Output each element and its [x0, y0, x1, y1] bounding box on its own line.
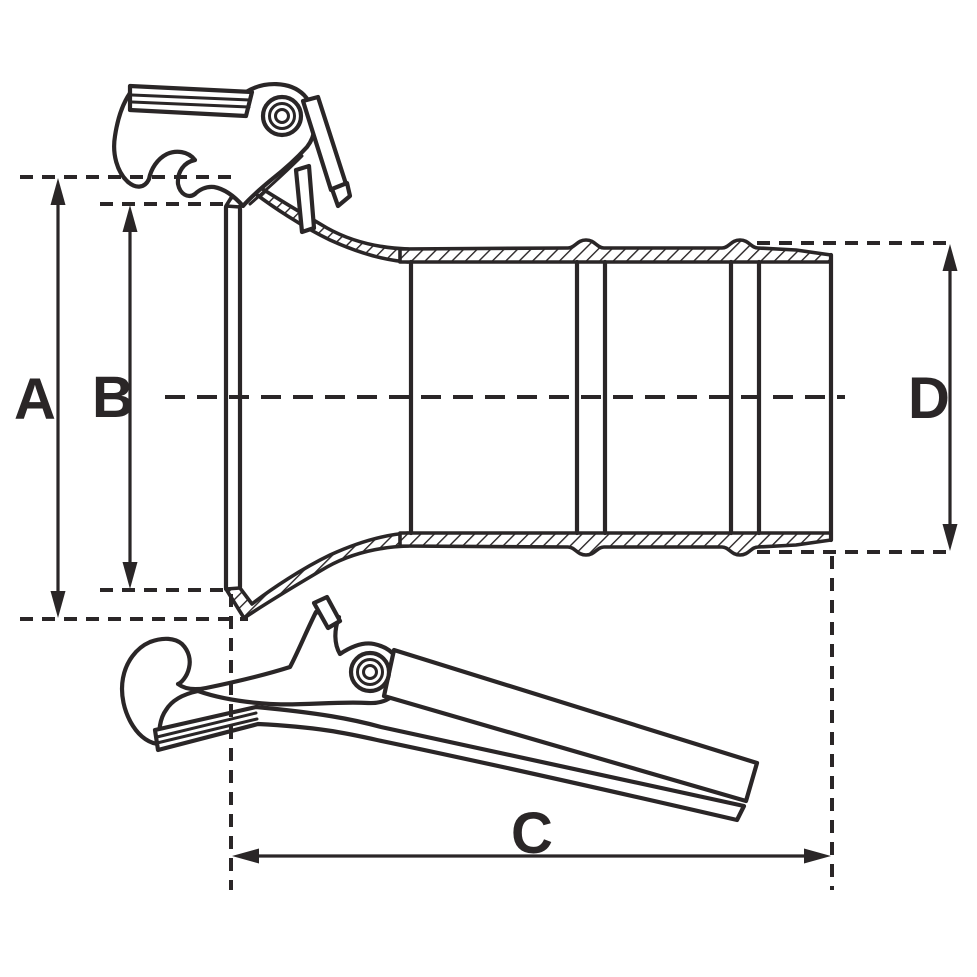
dim-label-d: D [908, 366, 950, 431]
arrowhead-b-bottom [122, 562, 138, 589]
dimension-b: B [92, 205, 138, 589]
hose-tail [398, 238, 834, 557]
dimension-c: C [232, 801, 831, 866]
top-handle-stripe-1 [130, 93, 252, 102]
bottom-cam-arm [119, 594, 760, 823]
dimension-a: A [14, 178, 66, 618]
dimension-d: D [908, 244, 958, 551]
arrowhead-d-top [942, 244, 958, 271]
arrowhead-c-right [804, 848, 831, 864]
bottom-grip-stripe-1 [155, 711, 258, 739]
top-latch-strip-foot [329, 180, 353, 209]
top-pivot-pin-inner [274, 108, 290, 124]
bottom-pivot-pin-inner [362, 664, 378, 680]
arrowhead-d-bottom [942, 524, 958, 551]
arrowhead-c-left [232, 848, 259, 864]
coupler-body [223, 175, 410, 620]
top-cam-arm [112, 82, 353, 235]
bottom-safety-strip [152, 704, 747, 823]
top-pivot-pin-mid [268, 102, 296, 130]
top-handle-stripe-2 [130, 100, 251, 109]
top-cam-tail [293, 163, 317, 235]
arrowhead-a-top [50, 178, 66, 205]
dim-label-c: C [511, 801, 553, 866]
bottom-grip-stripe-2 [155, 717, 259, 745]
hose-tail-wall-bottom [398, 531, 833, 557]
top-handle-bar [127, 83, 255, 119]
hose-tail-wall-top [398, 238, 833, 264]
bottom-latch-tab [311, 594, 343, 631]
arrowhead-a-bottom [50, 591, 66, 618]
dimension-graphics: A B C D [14, 175, 958, 890]
dim-label-b: B [92, 365, 134, 430]
bottom-pivot-pin-mid [356, 658, 384, 686]
dim-label-a: A [14, 367, 56, 432]
top-cam-neck-edge [248, 154, 304, 206]
arrowhead-b-top [122, 205, 138, 232]
